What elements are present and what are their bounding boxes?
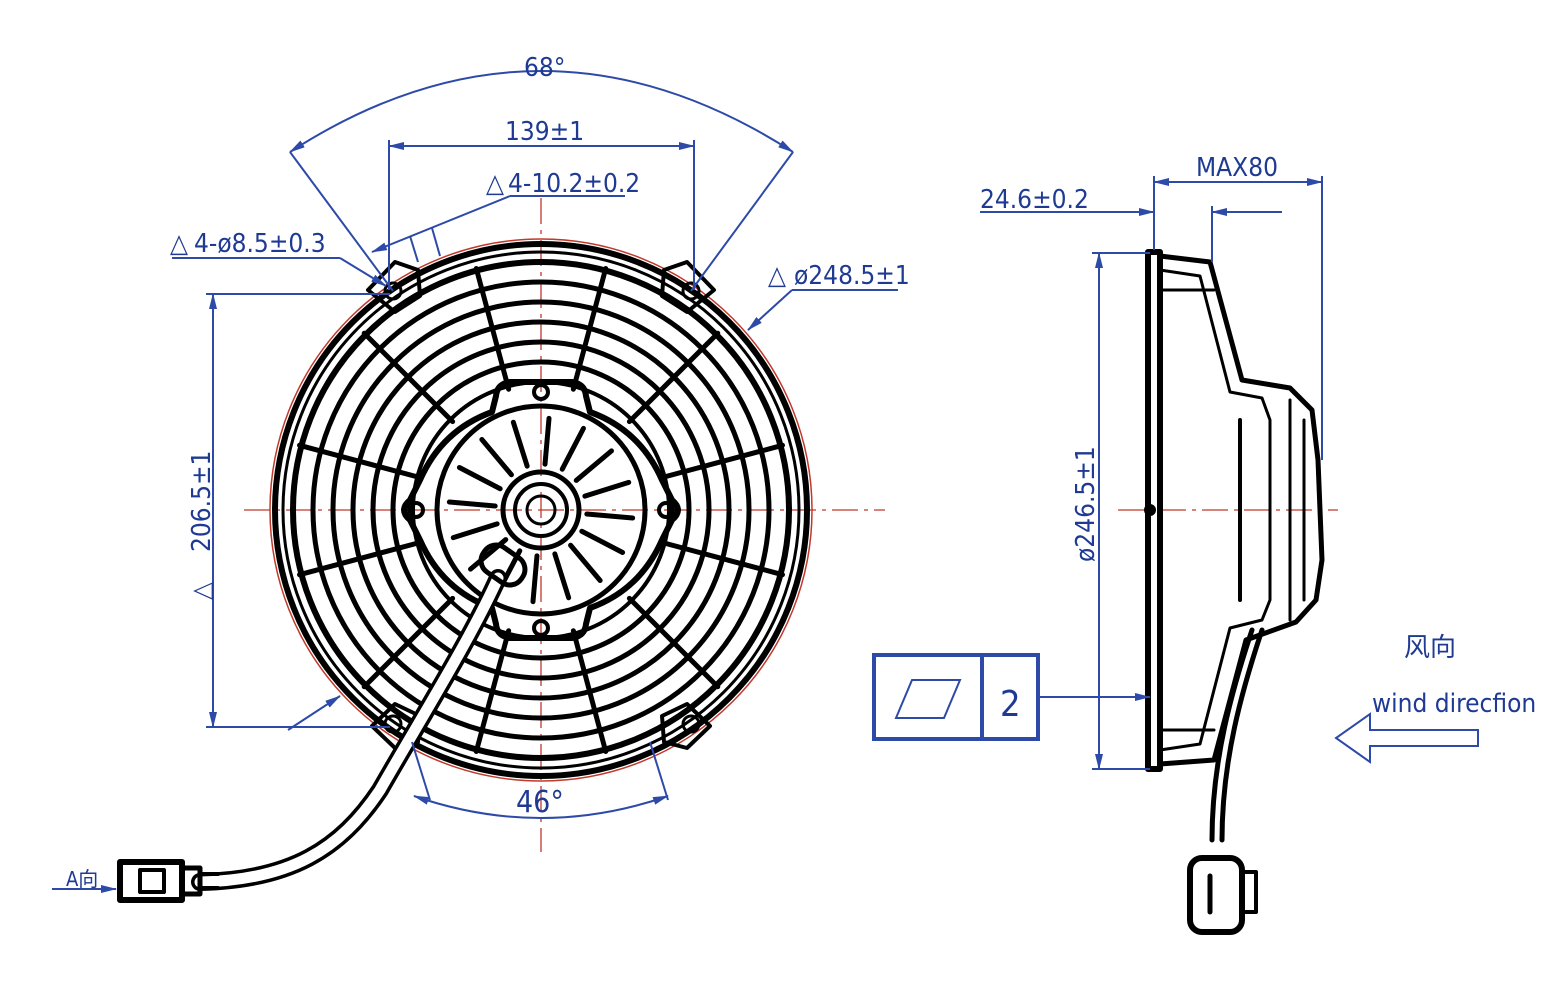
hub-fin <box>510 419 530 469</box>
angle-bottom-label: 46° <box>516 785 564 820</box>
dim-outer-diameter: △ ø248.5±1 <box>747 261 910 331</box>
dim-hole-spec: △ 4-ø8.5±0.3 <box>170 229 387 287</box>
vertical-spacing-delta: △ <box>187 582 217 600</box>
hub-fin <box>530 553 540 605</box>
connector-view-label: A向 <box>66 867 98 891</box>
guard-spoke <box>361 595 456 690</box>
airflow-label-cn: 风向 <box>1404 632 1456 662</box>
max-depth-label: MAX80 <box>1196 153 1278 183</box>
side-view: MAX80 24.6±0.2 ø246.5±1 2 <box>872 153 1536 935</box>
dim-angle-top: 68° <box>289 53 794 292</box>
hub-fin <box>568 542 603 583</box>
mount-spacing-label: 139±1 <box>505 117 584 147</box>
hub-fin <box>573 448 614 483</box>
vertical-spacing-label: 206.5±1 <box>187 451 217 552</box>
tolerance-value: 2 <box>1000 684 1021 725</box>
hub-fin <box>479 437 514 478</box>
hub-fin <box>584 511 636 521</box>
guard-spoke <box>659 442 785 481</box>
mount-tab-tr <box>660 260 716 314</box>
dim-vertical-spacing: △ 206.5±1 <box>187 293 390 731</box>
power-cable <box>191 542 528 891</box>
body-diameter-label: ø246.5±1 <box>1071 446 1101 562</box>
outer-diameter-label: ø248.5±1 <box>794 261 910 291</box>
hole-spec-label: 4-ø8.5±0.3 <box>194 229 326 259</box>
side-cable-connector <box>1187 627 1265 935</box>
airflow-label-en: wind direcfion <box>1372 689 1536 719</box>
dim-body-diameter: ø246.5±1 <box>1071 252 1150 770</box>
mount-tab-tl <box>366 260 422 314</box>
flatness-icon <box>894 679 962 719</box>
dim-angle-bottom: 46° <box>411 741 669 820</box>
angle-top-label: 68° <box>524 53 565 83</box>
flange-offset-label: 24.6±0.2 <box>980 185 1089 215</box>
hub-fin <box>582 479 632 499</box>
airflow-arrow-icon <box>1334 712 1479 764</box>
hub-fin <box>542 415 552 467</box>
hub-fin <box>446 499 498 509</box>
dim-flange-offset: 24.6±0.2 <box>980 185 1282 262</box>
airflow-direction: 风向 wind direcfion <box>1334 632 1536 764</box>
guard-spoke <box>473 266 512 392</box>
guard-spoke <box>626 330 721 425</box>
connector-plug <box>117 859 220 903</box>
slot-spec-delta: △ <box>486 169 504 199</box>
front-view: A向 68° 139±1 △ 4-10.2±0.2 <box>52 53 910 903</box>
dim-slot-spec: △ 4-10.2±0.2 <box>371 169 640 263</box>
tolerance-frame: 2 <box>872 653 1151 741</box>
fan-housing <box>269 238 813 782</box>
hub-fin <box>579 528 626 555</box>
dim-max-depth: MAX80 <box>1153 153 1323 460</box>
guard-spoke <box>659 539 785 578</box>
hub-fin <box>450 521 500 541</box>
guard-spoke <box>570 628 609 754</box>
slot-spec-label: 4-10.2±0.2 <box>508 169 640 199</box>
hole-spec-delta: △ <box>170 229 188 259</box>
guard-spoke <box>626 595 721 690</box>
guard-spoke <box>297 442 423 481</box>
hub-fin <box>456 465 503 492</box>
connector-view-marker: A向 <box>52 867 117 893</box>
guard-spokes <box>297 266 785 754</box>
outer-diameter-delta: △ <box>768 261 786 291</box>
dim-mount-spacing: 139±1 <box>388 117 695 290</box>
guard-spoke <box>473 628 512 754</box>
guard-spoke <box>361 330 456 425</box>
hub-fin <box>559 425 586 472</box>
mount-tab-br <box>660 702 712 750</box>
hub-fin <box>552 551 572 601</box>
guard-spoke <box>297 539 423 578</box>
guard-spoke <box>570 266 609 392</box>
